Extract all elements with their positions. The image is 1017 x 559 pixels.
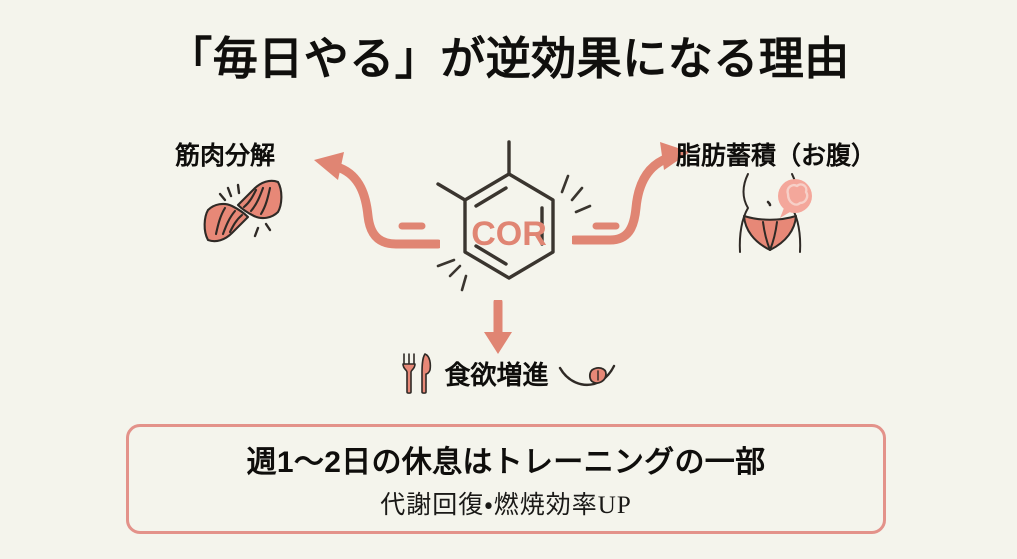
tongue-lick-icon [558, 364, 615, 386]
belly-fat-icon [722, 172, 818, 254]
fork-knife-icon [402, 353, 432, 394]
arrow-curve-up-right [569, 128, 692, 256]
molecule-label: COR [471, 215, 547, 253]
arrow-straight-down [466, 297, 530, 356]
cortisol-molecule-icon: COR [398, 126, 620, 316]
branch-label-fat: 脂肪蓄積（お腹） [676, 142, 877, 170]
conclusion-main-text: 週1〜2日の休息はトレーニングの一部 [246, 446, 766, 479]
arrow-curve-up-left [300, 134, 443, 258]
appetite-row: 食欲増進 [0, 352, 1017, 394]
branch-label-appetite: 食欲増進 [444, 359, 549, 390]
page-title: 「毎日やる」が逆効果になる理由 [167, 33, 850, 84]
conclusion-sub-text: 代謝回復・燃焼効率UP [380, 492, 632, 519]
torn-muscle-icon [198, 174, 288, 248]
branch-label-muscle: 筋肉分解 [175, 142, 276, 170]
conclusion-box: 週1〜2日の休息はトレーニングの一部 代謝回復・燃焼効率UP [126, 424, 886, 534]
